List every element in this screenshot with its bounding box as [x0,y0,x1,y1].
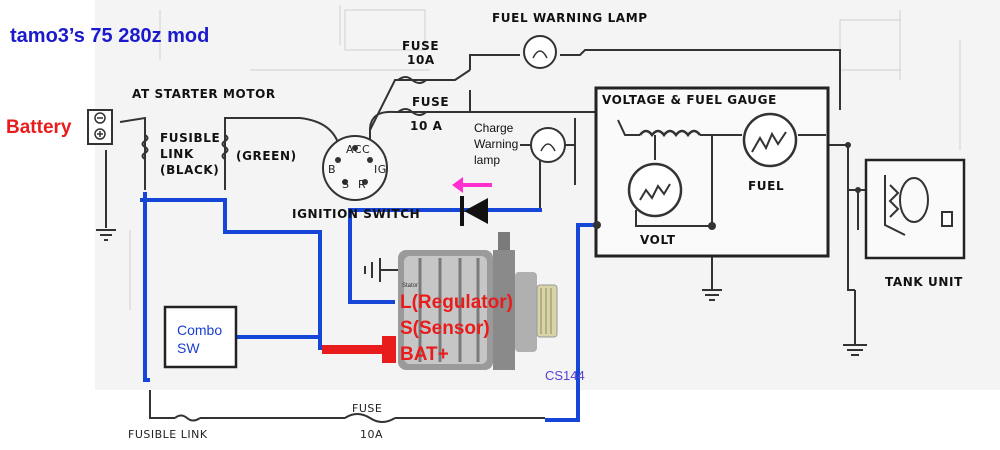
b-terminal: B [328,163,336,176]
alt-s-terminal-label: S(Sensor) [400,318,490,339]
battery-symbol [87,109,113,145]
fusible-link-bottom-label: FUSIBLE LINK [128,428,208,441]
gauge-title: VOLTAGE & FUEL GAUGE [602,93,777,107]
charge-lamp-label-3: lamp [474,153,500,167]
fusible-link-label-2: LINK [160,147,194,161]
green-label: (GREEN) [236,149,297,163]
fuse-mid-label: FUSE [412,95,449,109]
charge-warning-lamp [530,118,576,185]
alt-stator-label: Stator [402,283,418,289]
fuse-bottom-label: FUSE [352,402,382,415]
scan-ghost-lines [129,5,961,310]
battery-label: Battery [6,117,72,138]
r-terminal: R [358,178,366,191]
ignition-switch-label: IGNITION SWITCH [292,207,420,221]
fuse-bottom-rating: 10A [360,428,383,441]
ig-terminal: IG [374,163,387,176]
fusible-link-label-1: FUSIBLE [160,131,220,145]
alt-l-terminal-label: L(Regulator) [400,292,513,313]
blue-wires [140,192,597,422]
acc-terminal: ACC [346,143,370,156]
combo-sw-label-1: Combo [177,322,222,338]
ignition-switch [322,135,388,201]
fusible-link-symbols [141,76,427,423]
red-wire [322,336,396,363]
cs144-label: CS144 [545,368,585,383]
s-terminal: S [342,178,349,191]
combo-sw-label-2: SW [177,340,200,356]
fuel-warning-lamp-label: FUEL WARNING LAMP [492,11,648,25]
voltage-fuel-gauge [594,86,830,258]
alternator-image [398,232,558,370]
charge-lamp-label-2: Warning [474,137,518,151]
fuse-mid-rating: 10 A [410,119,443,133]
junction-dots [593,142,861,229]
fuse-top-rating: 10A [407,53,435,67]
fuel-warning-lamp [523,35,557,69]
tank-unit-label: TANK UNIT [885,275,963,289]
fuel-label: FUEL [748,179,784,193]
ground-symbols [96,229,722,301]
original-wires [105,49,870,419]
fuse-top-label: FUSE [402,39,439,53]
alt-bat-terminal-label: BAT+ [400,344,449,365]
volt-label: VOLT [640,233,676,247]
at-starter-motor-label: AT STARTER MOTOR [132,87,276,101]
tank-unit [864,158,966,260]
diagram-title: tamo3’s 75 280z mod [10,25,209,47]
combo-switch-box [163,305,238,369]
fusible-link-label-3: (BLACK) [160,163,219,177]
current-direction-arrow [452,177,492,193]
diode [460,196,488,226]
charge-lamp-label-1: Charge [474,121,514,135]
